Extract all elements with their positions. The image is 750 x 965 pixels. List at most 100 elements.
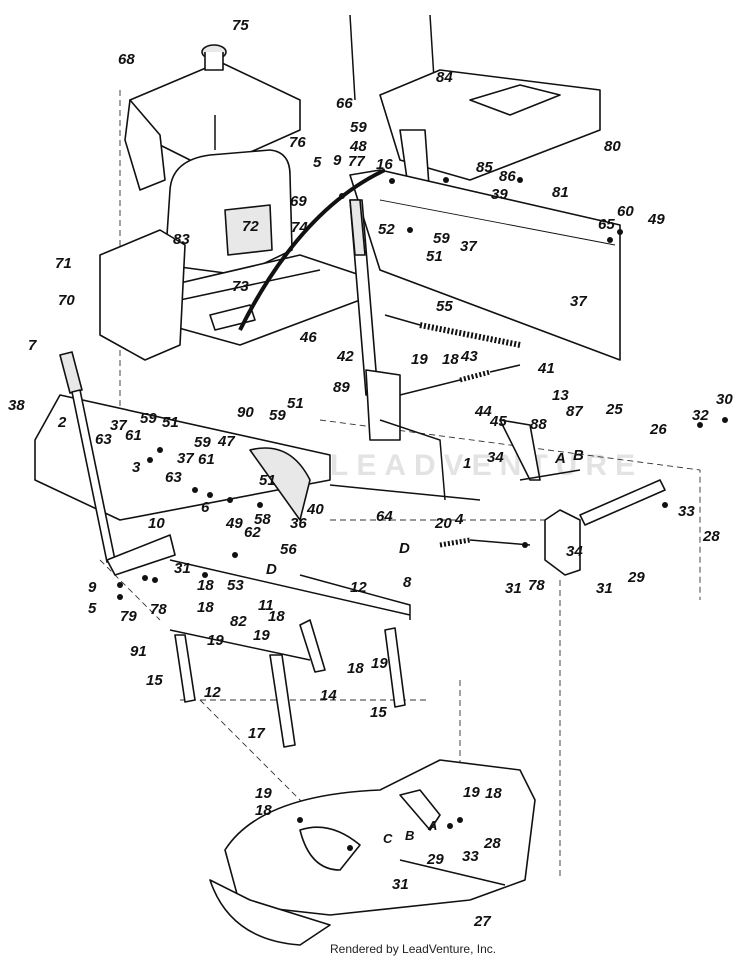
callout-label: 65 [598, 216, 615, 233]
fasteners [117, 177, 728, 851]
callout-label: 86 [499, 168, 516, 185]
callout-label: 51 [287, 395, 304, 412]
control-cable [238, 168, 386, 331]
callout-label: 6 [201, 499, 210, 516]
callout-label: 51 [259, 472, 276, 489]
callout-label: 17 [248, 725, 265, 742]
callout-label: 76 [289, 134, 306, 151]
callout-label: 16 [376, 156, 393, 173]
callout-label: 2 [57, 414, 67, 431]
callout-label: 61 [198, 451, 215, 468]
callout-label: 87 [566, 403, 583, 420]
callout-label: D [266, 561, 277, 578]
callout-label: 64 [376, 508, 393, 525]
callout-label: 71 [55, 255, 72, 272]
callout-label: B [405, 828, 414, 843]
callout-label: 31 [392, 876, 409, 893]
callout-label: 51 [162, 414, 179, 431]
callout-label: 19 [255, 785, 272, 802]
side-panel [99, 229, 186, 361]
callout-label: 90 [237, 404, 254, 421]
callout-label: 1 [463, 455, 471, 472]
left-frame-rail [34, 394, 331, 521]
callout-label: 5 [313, 154, 322, 171]
callout-label: 41 [537, 360, 555, 377]
callout-label: 18 [347, 660, 364, 677]
callout-label: 9 [88, 579, 97, 596]
callout-label: 45 [489, 413, 507, 430]
callout-label: 61 [125, 427, 142, 444]
callout-label: 29 [426, 851, 444, 868]
callout-label: 59 [269, 407, 286, 424]
callout-label: 19 [371, 655, 388, 672]
callout-label: 70 [58, 292, 75, 309]
callout-label: 89 [333, 379, 350, 396]
callout-label: 31 [596, 580, 613, 597]
callout-label: 78 [150, 601, 167, 618]
callout-label: 69 [290, 193, 307, 210]
callout-label: 20 [434, 515, 452, 532]
callout-label: 91 [130, 643, 147, 660]
callout-label: 62 [244, 524, 261, 541]
callout-label: 38 [8, 397, 25, 414]
callout-label: 84 [436, 69, 453, 86]
callout-label: 14 [320, 687, 337, 704]
callout-label: 33 [678, 503, 695, 520]
callout-label: 4 [454, 511, 464, 528]
callout-label: 30 [716, 391, 733, 408]
callout-label: 18 [255, 802, 272, 819]
callout-label: 26 [649, 421, 667, 438]
callout-label: 7 [28, 337, 37, 354]
callout-label: 79 [120, 608, 137, 625]
callout-label: 3 [132, 459, 141, 476]
callout-label: 19 [463, 784, 480, 801]
callout-label: 9 [333, 152, 342, 169]
callout-label: 12 [350, 579, 367, 596]
callout-label: 29 [627, 569, 645, 586]
rear-lift-shaft [499, 419, 666, 576]
linkage-rod [329, 419, 481, 501]
callout-label: 40 [306, 501, 324, 518]
callout-label: C [383, 831, 393, 846]
callout-label: 74 [291, 219, 308, 236]
spring [384, 314, 521, 348]
callout-label: 39 [491, 186, 508, 203]
callout-label: 34 [566, 543, 583, 560]
callout-label: 12 [204, 684, 221, 701]
callout-label: 28 [483, 835, 501, 852]
callout-label: 19 [411, 351, 428, 368]
callout-label: D [399, 540, 410, 557]
callout-label: 37 [460, 238, 477, 255]
callout-label: 19 [253, 627, 270, 644]
callout-label: 59 [433, 230, 450, 247]
callout-label: 37 [110, 417, 127, 434]
callout-label: 66 [336, 95, 353, 112]
callout-label: 34 [487, 449, 504, 466]
callout-label: 18 [197, 599, 214, 616]
callout-label: 81 [552, 184, 569, 201]
callout-label: 75 [232, 17, 249, 34]
callout-label: 15 [370, 704, 387, 721]
callout-labels: 75 68 84 66 59 48 80 5 9 76 77 16 85 86 … [8, 17, 733, 930]
callout-label: 60 [617, 203, 634, 220]
callout-label: 42 [336, 348, 354, 365]
callout-label: 15 [146, 672, 163, 689]
callout-label: 58 [254, 511, 271, 528]
callout-label: 31 [505, 580, 522, 597]
callout-label: 11 [258, 597, 274, 614]
lift-lever [349, 199, 401, 441]
callout-label: 33 [462, 848, 479, 865]
deck-spring [439, 537, 531, 548]
callout-label: 63 [165, 469, 182, 486]
callout-label: 44 [474, 403, 492, 420]
callout-label: 51 [426, 248, 443, 265]
callout-label: 37 [570, 293, 587, 310]
seat-lid-assembly [124, 44, 301, 191]
callout-label: 82 [230, 613, 247, 630]
callout-label: 59 [140, 410, 157, 427]
callout-label: 5 [88, 600, 97, 617]
callout-label: 36 [290, 515, 307, 532]
callout-label: 49 [225, 515, 243, 532]
